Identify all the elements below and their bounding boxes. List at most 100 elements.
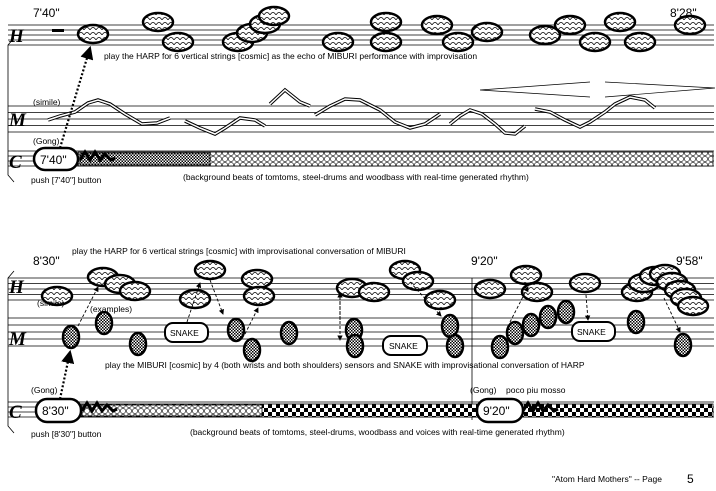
time-end: 8'28": [670, 6, 697, 20]
miburi-staff-label: M: [8, 329, 27, 350]
cue-button-920[interactable]: 9'20": [475, 397, 525, 424]
miburi-instruction: play the MIBURI [cosmic] by 4 (both wris…: [105, 360, 585, 370]
push-instruction: push [7'40"] button: [31, 175, 102, 185]
gesture-arrow: [663, 297, 681, 333]
harp-note: [509, 264, 543, 286]
cue-button-740[interactable]: 7'40": [32, 146, 80, 172]
miburi-note: [490, 334, 510, 360]
harp-note: [473, 278, 507, 300]
system1-bracket: [7, 37, 15, 183]
system2-bracket: [7, 270, 15, 434]
miburi-note: [94, 310, 114, 336]
miburi-gesture: [448, 108, 527, 136]
miburi-note: [626, 309, 646, 335]
zigzag-onset: [80, 400, 118, 414]
harp-staff-label: H: [8, 26, 25, 47]
harp-note: [257, 5, 291, 27]
harp-staff: [8, 24, 714, 46]
gong-note: (Gong): [33, 136, 60, 146]
snake-box: SNAKE: [571, 321, 616, 342]
miburi-note: [440, 313, 460, 339]
zigzag-onset: [78, 149, 116, 163]
harp-note: [623, 31, 657, 53]
simile-note: (simile): [33, 97, 61, 107]
svg-text:9'20": 9'20": [483, 404, 510, 418]
harp-note: [193, 259, 227, 281]
gesture-arrow: [244, 307, 259, 335]
gesture-arrow: [77, 286, 99, 327]
footer-title: "Atom Hard Mothers" -- Page: [552, 474, 662, 484]
harp-note: [441, 31, 475, 53]
gesture-arrow: [209, 279, 224, 315]
harp-note: [553, 14, 587, 36]
harp-note: [578, 31, 612, 53]
harp-note: [401, 270, 435, 292]
svg-text:8'30": 8'30": [42, 404, 69, 418]
computer-staff-label: C: [9, 402, 22, 423]
gesture-arrow: [584, 294, 591, 321]
harp-note: [141, 11, 175, 33]
miburi-note: [538, 304, 558, 330]
svg-text:7'40": 7'40": [40, 153, 67, 167]
harp-note: [240, 268, 274, 290]
harp-note: [369, 31, 403, 53]
harp-note: [357, 281, 391, 303]
miburi-note: [226, 317, 246, 343]
time-start: 7'40": [33, 6, 60, 20]
harp-instruction: play the HARP for 6 vertical strings [co…: [72, 246, 406, 256]
background-note: (background beats of tomtoms, steel-drum…: [190, 427, 565, 437]
harp-note: [520, 281, 554, 303]
miburi-note: [445, 333, 465, 359]
zigzag-onset: [521, 400, 559, 414]
harp-note: [76, 23, 110, 45]
cue-arrow: [58, 45, 94, 149]
miburi-gesture: [314, 97, 441, 130]
time-end: 9'58": [676, 254, 703, 268]
simile-note: (simile): [37, 298, 65, 308]
gesture-arrow: [409, 281, 442, 317]
harp-note: [568, 272, 602, 294]
miburi-note: [345, 333, 365, 359]
harp-note: [420, 14, 454, 36]
miburi-note: [556, 299, 576, 325]
miburi-note: [61, 324, 81, 350]
cue-button-830[interactable]: 8'30": [34, 397, 83, 424]
background-note: (background beats of tomtoms, steel-drum…: [183, 172, 529, 182]
gong-note: (Gong): [31, 385, 58, 395]
miburi-note: [521, 312, 541, 338]
harp-note: [178, 288, 212, 310]
svg-text:SNAKE: SNAKE: [170, 328, 199, 338]
harp-note: [369, 11, 403, 33]
svg-text:SNAKE: SNAKE: [577, 327, 606, 337]
hairpin: [479, 81, 716, 98]
rest-mark: [52, 29, 64, 32]
miburi-gesture: [534, 95, 657, 129]
harp-note: [673, 14, 707, 36]
snake-box: SNAKE: [382, 335, 428, 356]
miburi-note: [505, 320, 525, 346]
examples-note: (examples): [90, 304, 132, 314]
harp-note: [321, 31, 355, 53]
tempo-marking: poco piu mosso: [506, 385, 566, 395]
svg-text:SNAKE: SNAKE: [389, 341, 418, 351]
gesture-arrow: [186, 282, 202, 323]
harp-note: [423, 289, 457, 311]
miburi-note: [279, 320, 299, 346]
push-instruction: push [8'30"] button: [31, 429, 102, 439]
harp-note: [40, 285, 74, 307]
harp-note: [118, 280, 152, 302]
page-number: 5: [687, 472, 694, 486]
harp-instruction: play the HARP for 6 vertical strings [co…: [104, 51, 477, 61]
harp-note: [242, 285, 276, 307]
miburi-note: [128, 331, 148, 357]
harp-note: [603, 11, 637, 33]
time-mid: 9'20": [471, 254, 498, 268]
cue-arrow: [58, 349, 75, 400]
gesture-arrow: [509, 286, 529, 323]
computer-staff-label: C: [9, 152, 22, 173]
miburi-note: [242, 337, 262, 363]
harp-note: [161, 31, 195, 53]
harp-note: [676, 295, 710, 317]
